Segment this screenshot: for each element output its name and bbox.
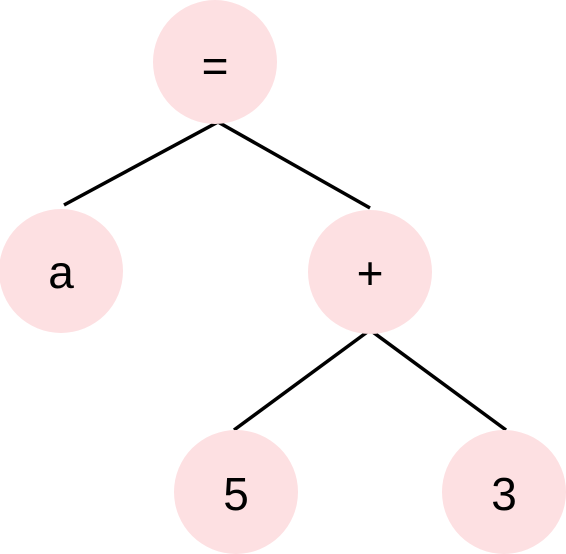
node-circle <box>174 430 298 554</box>
node-label-plus: + <box>357 247 384 299</box>
edge-plus-to-3 <box>368 328 508 432</box>
node-label-5: 5 <box>223 468 249 520</box>
node-label-a: a <box>48 246 74 298</box>
node-circle <box>153 0 277 124</box>
node-circle <box>442 430 566 554</box>
tree-node-root: = <box>153 0 277 124</box>
node-label-equals: = <box>202 40 229 92</box>
node-circle <box>308 210 432 334</box>
tree-node-right-right: 3 <box>442 430 566 554</box>
tree-node-left: a <box>0 209 123 333</box>
tree-node-right-left: 5 <box>174 430 298 554</box>
node-circle <box>0 209 123 333</box>
edge-equals-to-plus <box>217 120 371 210</box>
edge-plus-to-5 <box>232 328 372 432</box>
node-label-3: 3 <box>491 468 517 520</box>
edge-equals-to-a <box>63 120 219 207</box>
tree-node-right: + <box>308 210 432 334</box>
